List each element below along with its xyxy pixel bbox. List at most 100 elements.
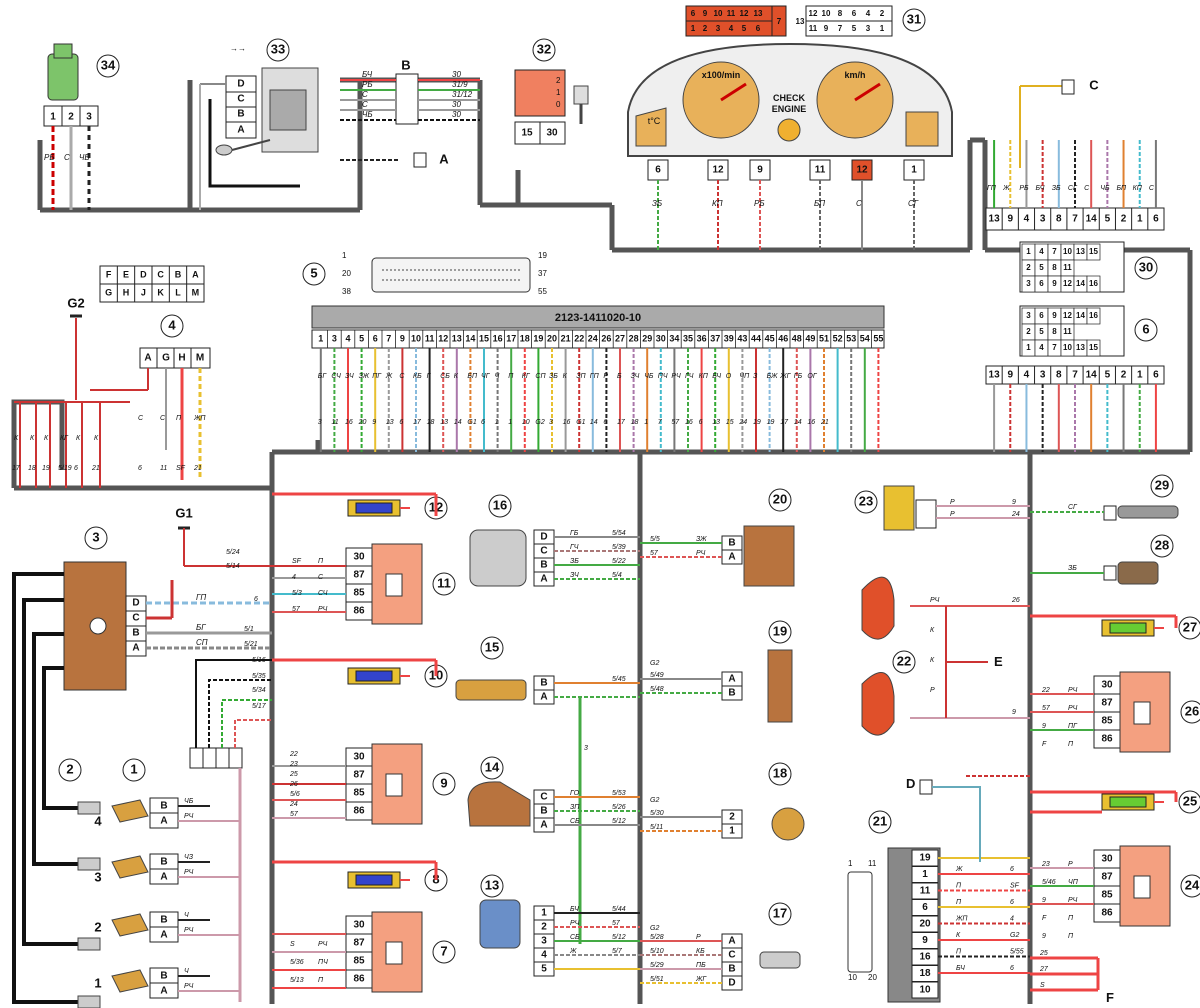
c30-1: 1: [1026, 247, 1031, 256]
ecu-end-39: 15: [726, 419, 734, 426]
ecu-pin-19: 19: [533, 333, 543, 343]
relay-7-pin-86: 86: [353, 974, 365, 985]
wire-34-3: ЧБ: [79, 153, 90, 162]
s14-end-1: 5/26: [612, 804, 626, 811]
c6-6: 6: [1039, 311, 1044, 320]
relay11-wire-1: С: [318, 574, 324, 581]
coil-ends: 65/15/215/245/145/165/355/345/17: [226, 549, 267, 710]
svg-text:11: 11: [727, 9, 736, 18]
c30-11: 11: [1063, 263, 1072, 272]
ecu-wire-3: СЧ: [331, 373, 341, 380]
sensor-28-body: [1117, 561, 1159, 585]
c31-wire-6: С: [1084, 185, 1090, 192]
svg-text:3: 3: [94, 869, 101, 884]
s29-wire: СГ: [1068, 504, 1078, 511]
ecu-wire-37: БЧ: [712, 373, 721, 380]
relay24-end-0: 23: [1041, 861, 1050, 868]
spark-plugs: 4 3 2 1 2 1: [58, 758, 146, 1008]
svg-text:1: 1: [556, 88, 561, 97]
ecu-pin-34: 34: [669, 333, 679, 343]
injector-wire-a-1: РЧ: [184, 869, 194, 876]
component-3: 3 D C B A ГП БГ СП G1: [63, 505, 272, 691]
tacho-label: x100/min: [702, 70, 741, 80]
c21-wire-3: ЖП: [955, 916, 968, 923]
label-14: 14: [485, 759, 500, 774]
fuses: 121082725F: [272, 492, 1200, 1005]
c6-13: 13: [1076, 343, 1085, 352]
relay7-end-2: 5/13: [290, 977, 304, 984]
relay-24-pin-86: 86: [1101, 908, 1113, 919]
svg-text:1: 1: [691, 24, 696, 33]
relay-9-pin-86: 86: [353, 806, 365, 817]
s13-pin-4: 4: [541, 950, 547, 961]
c4-end-4: 6: [74, 465, 78, 472]
c21-end-3: 4: [1010, 916, 1014, 923]
c31-wire-8: БП: [1116, 185, 1127, 192]
s23-end-1: 24: [1011, 511, 1020, 518]
ecu-pin-1: 1: [318, 333, 323, 343]
injector-3: [111, 969, 149, 993]
svg-text:2: 2: [556, 76, 561, 85]
c30-5: 5: [1039, 263, 1044, 272]
c6-11: 11: [1063, 327, 1072, 336]
c6-pin-3: 3: [1040, 370, 1046, 381]
svg-text:3: 3: [716, 24, 721, 33]
ecu-wire-13: К: [454, 373, 459, 380]
s14-pin-B: B: [540, 806, 547, 817]
ecu-pin-5: 5: [359, 333, 364, 343]
coil-end-6: 5/35: [252, 673, 266, 680]
svg-text:КП: КП: [712, 199, 723, 208]
c21-end-2: 6: [1010, 899, 1014, 906]
label-23: 23: [859, 493, 873, 508]
svg-text:13: 13: [754, 9, 763, 18]
injector-wire-a-2: РЧ: [184, 927, 194, 934]
ground-g2: G2: [67, 295, 84, 310]
relay-26-pin-85: 85: [1101, 716, 1113, 727]
svg-text:15: 15: [521, 128, 533, 139]
s16-wire-0: ГБ: [570, 530, 579, 537]
label-18: 18: [773, 765, 787, 780]
injector-pin-b-0: B: [160, 801, 167, 812]
c30-2: 2: [1026, 263, 1031, 272]
ecu-wire-16: Ч: [495, 373, 500, 380]
c4-end-5: 21: [91, 465, 100, 472]
c31-pin-8: 8: [1056, 214, 1062, 225]
ecu-wire-6: ПГ: [372, 373, 382, 380]
s14-wire-2: СБ: [570, 818, 580, 825]
c21-pin-11: 11: [920, 886, 931, 897]
ecu-pin-21: 21: [561, 333, 571, 343]
ecu-wire-11: Г: [427, 373, 432, 380]
c21-pin-9: 9: [922, 935, 928, 946]
relay26-wire-3: П: [1068, 741, 1074, 748]
ecu-end-14: G1: [467, 419, 476, 426]
c4-end-3: 5/19: [58, 465, 72, 472]
temp-label: t°C: [648, 116, 661, 126]
c6-pin-5: 5: [1105, 370, 1111, 381]
coil-end-2: 5/21: [244, 641, 258, 648]
ecu-pin-15: 15: [479, 333, 489, 343]
injector-pin-a-2: A: [160, 930, 167, 941]
svg-text:9: 9: [824, 24, 829, 33]
ecu-wire-45: БЖ: [767, 373, 778, 380]
ecu-end-49: 16: [807, 419, 815, 426]
c4-end-r-1: 11: [160, 465, 167, 472]
s19-end-0: 5/49: [650, 672, 664, 679]
c4-wire-2: К: [44, 435, 49, 442]
relay11-end-3: 57: [292, 606, 301, 613]
ecu-pins: 1БГ33СЧ114ЗЧ165ЗЖ206ПГ97Ж139С610КБ1711Г1…: [318, 330, 883, 452]
injector-0: [111, 799, 149, 823]
component-2: [12, 572, 78, 1004]
c21-wire-0: Ж: [955, 866, 963, 873]
svg-text:5: 5: [742, 24, 747, 33]
svg-text:1: 1: [130, 761, 137, 776]
relay-24-pin-85: 85: [1101, 890, 1113, 901]
relay-11-pin-87: 87: [353, 570, 365, 581]
bottom-end-0: 25: [1039, 950, 1048, 957]
diag-bottom-L: L: [175, 287, 181, 297]
svg-text:С: С: [856, 199, 862, 208]
svg-text:11: 11: [809, 24, 818, 33]
svg-text:3: 3: [866, 24, 871, 33]
